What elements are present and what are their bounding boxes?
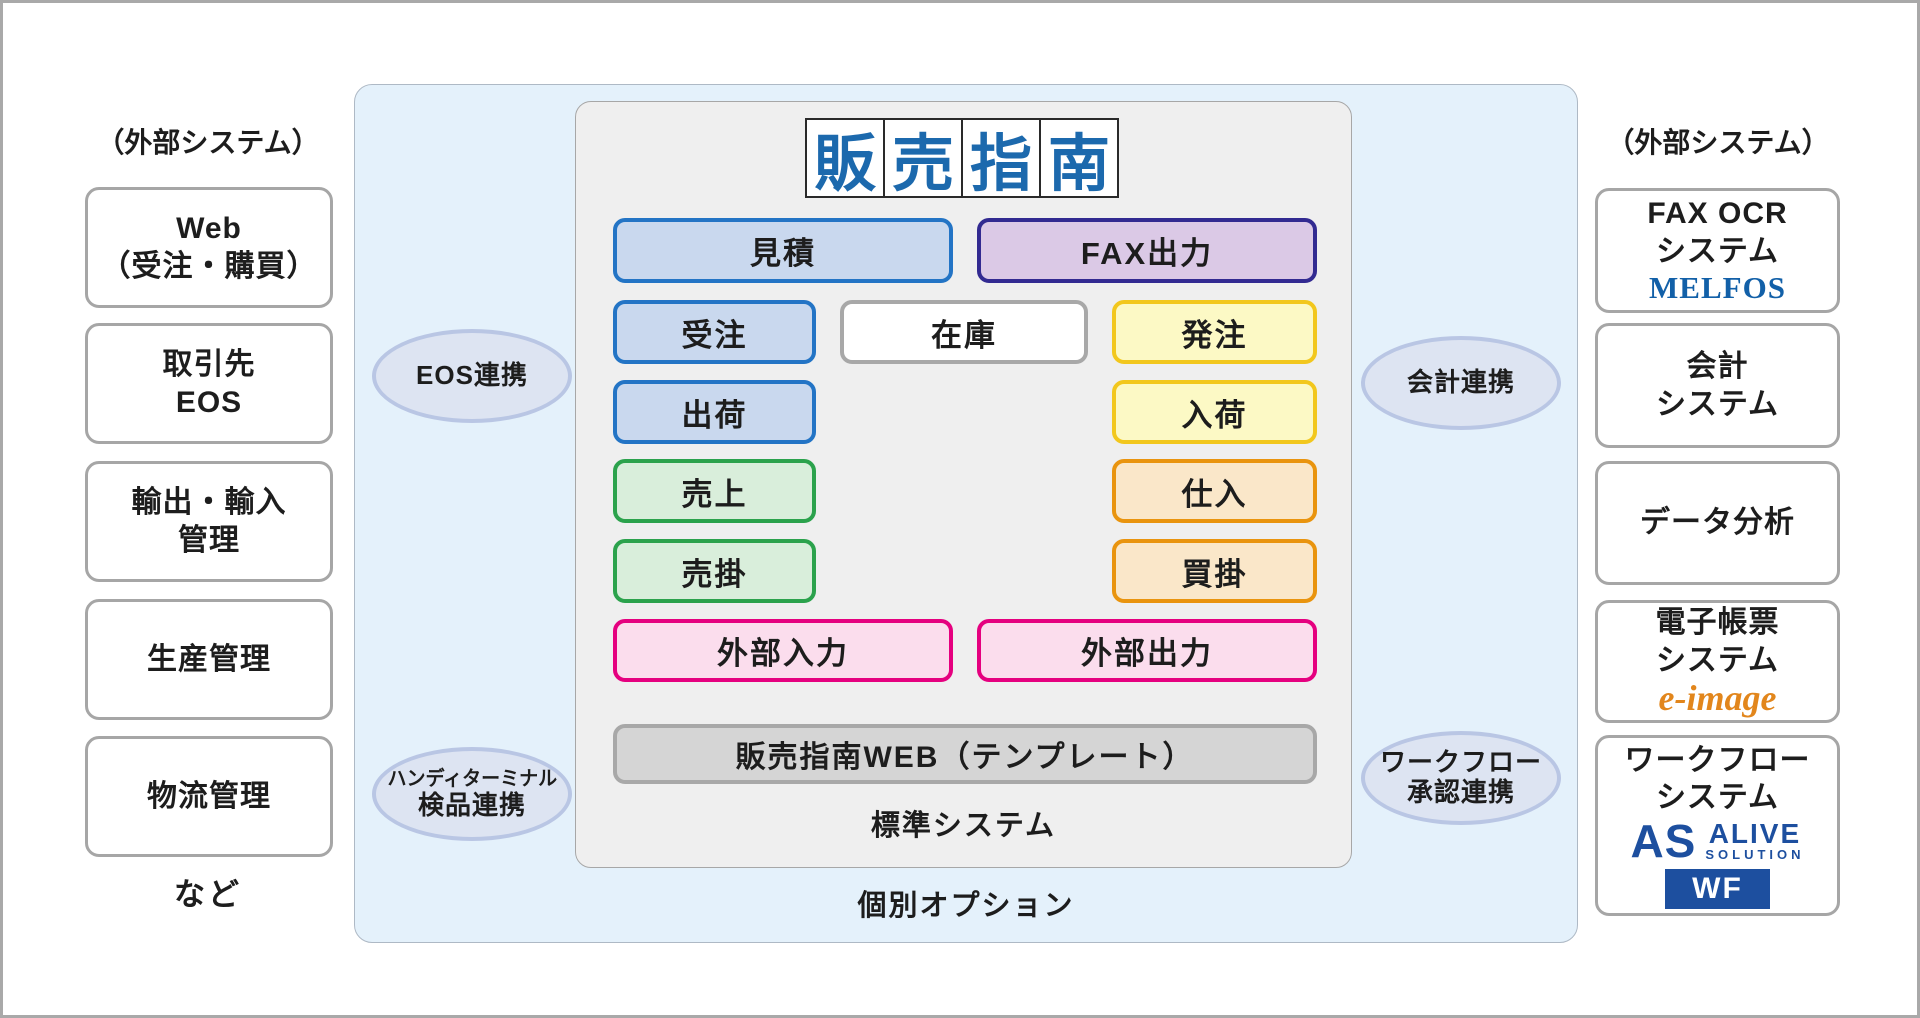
left-external-heading: （外部システム） xyxy=(96,127,320,158)
alive-solution-logo: AS ALIVE SOLUTION xyxy=(1630,814,1805,867)
connector-eos-label: EOS連携 xyxy=(416,360,528,391)
left-box-production-line1: 生産管理 xyxy=(147,642,271,676)
right-box-eforms: 電子帳票 システム e-image xyxy=(1595,600,1840,723)
connector-workflow: ワークフロー 承認連携 xyxy=(1361,731,1561,825)
module-sales-order: 受注 xyxy=(613,300,816,364)
left-etc-label: など xyxy=(174,877,242,912)
alive-word: ALIVE xyxy=(1708,818,1802,850)
module-shipping-label: 出荷 xyxy=(681,397,748,433)
right-box-data-analysis-line1: データ分析 xyxy=(1640,506,1795,540)
module-sales-order-label: 受注 xyxy=(681,317,748,353)
left-box-logistics: 物流管理 xyxy=(85,736,333,857)
left-box-import-export: 輸出・輸入 管理 xyxy=(85,461,333,582)
left-box-eos-line1: 取引先 xyxy=(162,348,256,381)
module-accounts-payable-label: 買掛 xyxy=(1181,556,1248,592)
right-box-accounting-line1: 会計 xyxy=(1686,350,1749,383)
right-box-fax-ocr-line1: FAX OCR xyxy=(1647,197,1788,230)
melfos-logo: MELFOS xyxy=(1649,270,1786,305)
module-estimate: 見積 xyxy=(613,218,953,283)
module-receiving: 入荷 xyxy=(1112,380,1317,444)
connector-workflow-line1: ワークフロー xyxy=(1379,747,1542,778)
right-box-workflow: ワークフロー システム AS ALIVE SOLUTION WF xyxy=(1595,735,1840,916)
right-box-fax-ocr: FAX OCR システム MELFOS xyxy=(1595,188,1840,313)
logo-char-2: 売 xyxy=(883,118,963,199)
module-purchase-order: 発注 xyxy=(1112,300,1317,364)
connector-eos: EOS連携 xyxy=(372,329,572,423)
left-box-eos: 取引先 EOS xyxy=(85,323,333,444)
module-sales-label: 売上 xyxy=(681,476,748,512)
right-box-accounting: 会計 システム xyxy=(1595,323,1840,448)
module-external-output: 外部出力 xyxy=(977,619,1317,682)
alive-as-mark: AS xyxy=(1630,814,1697,867)
module-external-input: 外部入力 xyxy=(613,619,953,682)
module-purchasing: 仕入 xyxy=(1112,459,1317,523)
standard-system-label: 標準システム xyxy=(870,810,1057,842)
module-accounts-receivable-label: 売掛 xyxy=(681,556,748,592)
right-box-workflow-line1: ワークフロー xyxy=(1624,743,1811,777)
right-box-accounting-line2: システム xyxy=(1655,387,1780,421)
module-estimate-label: 見積 xyxy=(750,236,816,271)
logo-char-3: 指 xyxy=(961,118,1041,199)
right-box-eforms-line2: システム xyxy=(1655,643,1780,677)
left-box-web-line2: （受注・購買） xyxy=(100,249,318,283)
left-box-web: Web （受注・購買） xyxy=(85,187,333,308)
left-box-import-export-line2: 管理 xyxy=(178,523,240,557)
right-box-fax-ocr-line2: システム xyxy=(1655,234,1780,268)
module-sales: 売上 xyxy=(613,459,816,523)
hanbai-shinan-logo: 販 売 指 南 xyxy=(805,118,1119,199)
left-box-web-line1: Web xyxy=(176,212,242,245)
module-purchasing-label: 仕入 xyxy=(1181,476,1248,512)
solution-word: SOLUTION xyxy=(1705,846,1805,862)
module-receiving-label: 入荷 xyxy=(1181,397,1248,433)
right-box-workflow-line2: システム xyxy=(1655,781,1780,815)
left-box-import-export-line1: 輸出・輸入 xyxy=(131,486,287,519)
right-box-eforms-line1: 電子帳票 xyxy=(1655,606,1780,640)
right-external-heading: （外部システム） xyxy=(1606,127,1830,158)
module-inventory: 在庫 xyxy=(840,300,1088,364)
logo-char-4: 南 xyxy=(1039,118,1119,199)
connector-accounting: 会計連携 xyxy=(1361,336,1561,430)
module-purchase-order-label: 発注 xyxy=(1181,317,1248,353)
connector-handy-line2: 検品連携 xyxy=(417,789,526,820)
individual-option-label: 個別オプション xyxy=(857,890,1075,922)
module-fax-output: FAX出力 xyxy=(977,218,1317,283)
wf-badge: WF xyxy=(1665,869,1770,910)
left-box-eos-line2: EOS xyxy=(175,385,243,419)
module-external-input-label: 外部入力 xyxy=(717,636,849,671)
module-inventory-label: 在庫 xyxy=(931,317,997,353)
connector-workflow-line2: 承認連携 xyxy=(1406,777,1515,807)
connector-accounting-label: 会計連携 xyxy=(1406,367,1515,398)
eimage-logo: e-image xyxy=(1658,678,1777,719)
module-accounts-payable: 買掛 xyxy=(1112,539,1317,603)
module-shipping: 出荷 xyxy=(613,380,816,444)
standard-system-panel: 販 売 指 南 見積 FAX出力 受注 在庫 発注 出荷 入荷 売上 仕入 xyxy=(575,101,1352,868)
module-external-output-label: 外部出力 xyxy=(1081,636,1213,671)
module-accounts-receivable: 売掛 xyxy=(613,539,816,603)
module-web-template-label: 販売指南WEB（テンプレート） xyxy=(735,741,1195,774)
module-web-template: 販売指南WEB（テンプレート） xyxy=(613,724,1317,784)
left-box-logistics-line1: 物流管理 xyxy=(147,779,271,813)
logo-char-1: 販 xyxy=(805,118,885,199)
connector-handy-terminal: ハンディターミナル 検品連携 xyxy=(372,747,572,841)
connector-handy-line1: ハンディターミナル xyxy=(387,767,557,790)
module-fax-output-label: FAX出力 xyxy=(1080,236,1214,271)
right-box-data-analysis: データ分析 xyxy=(1595,461,1840,585)
left-box-production: 生産管理 xyxy=(85,599,333,720)
